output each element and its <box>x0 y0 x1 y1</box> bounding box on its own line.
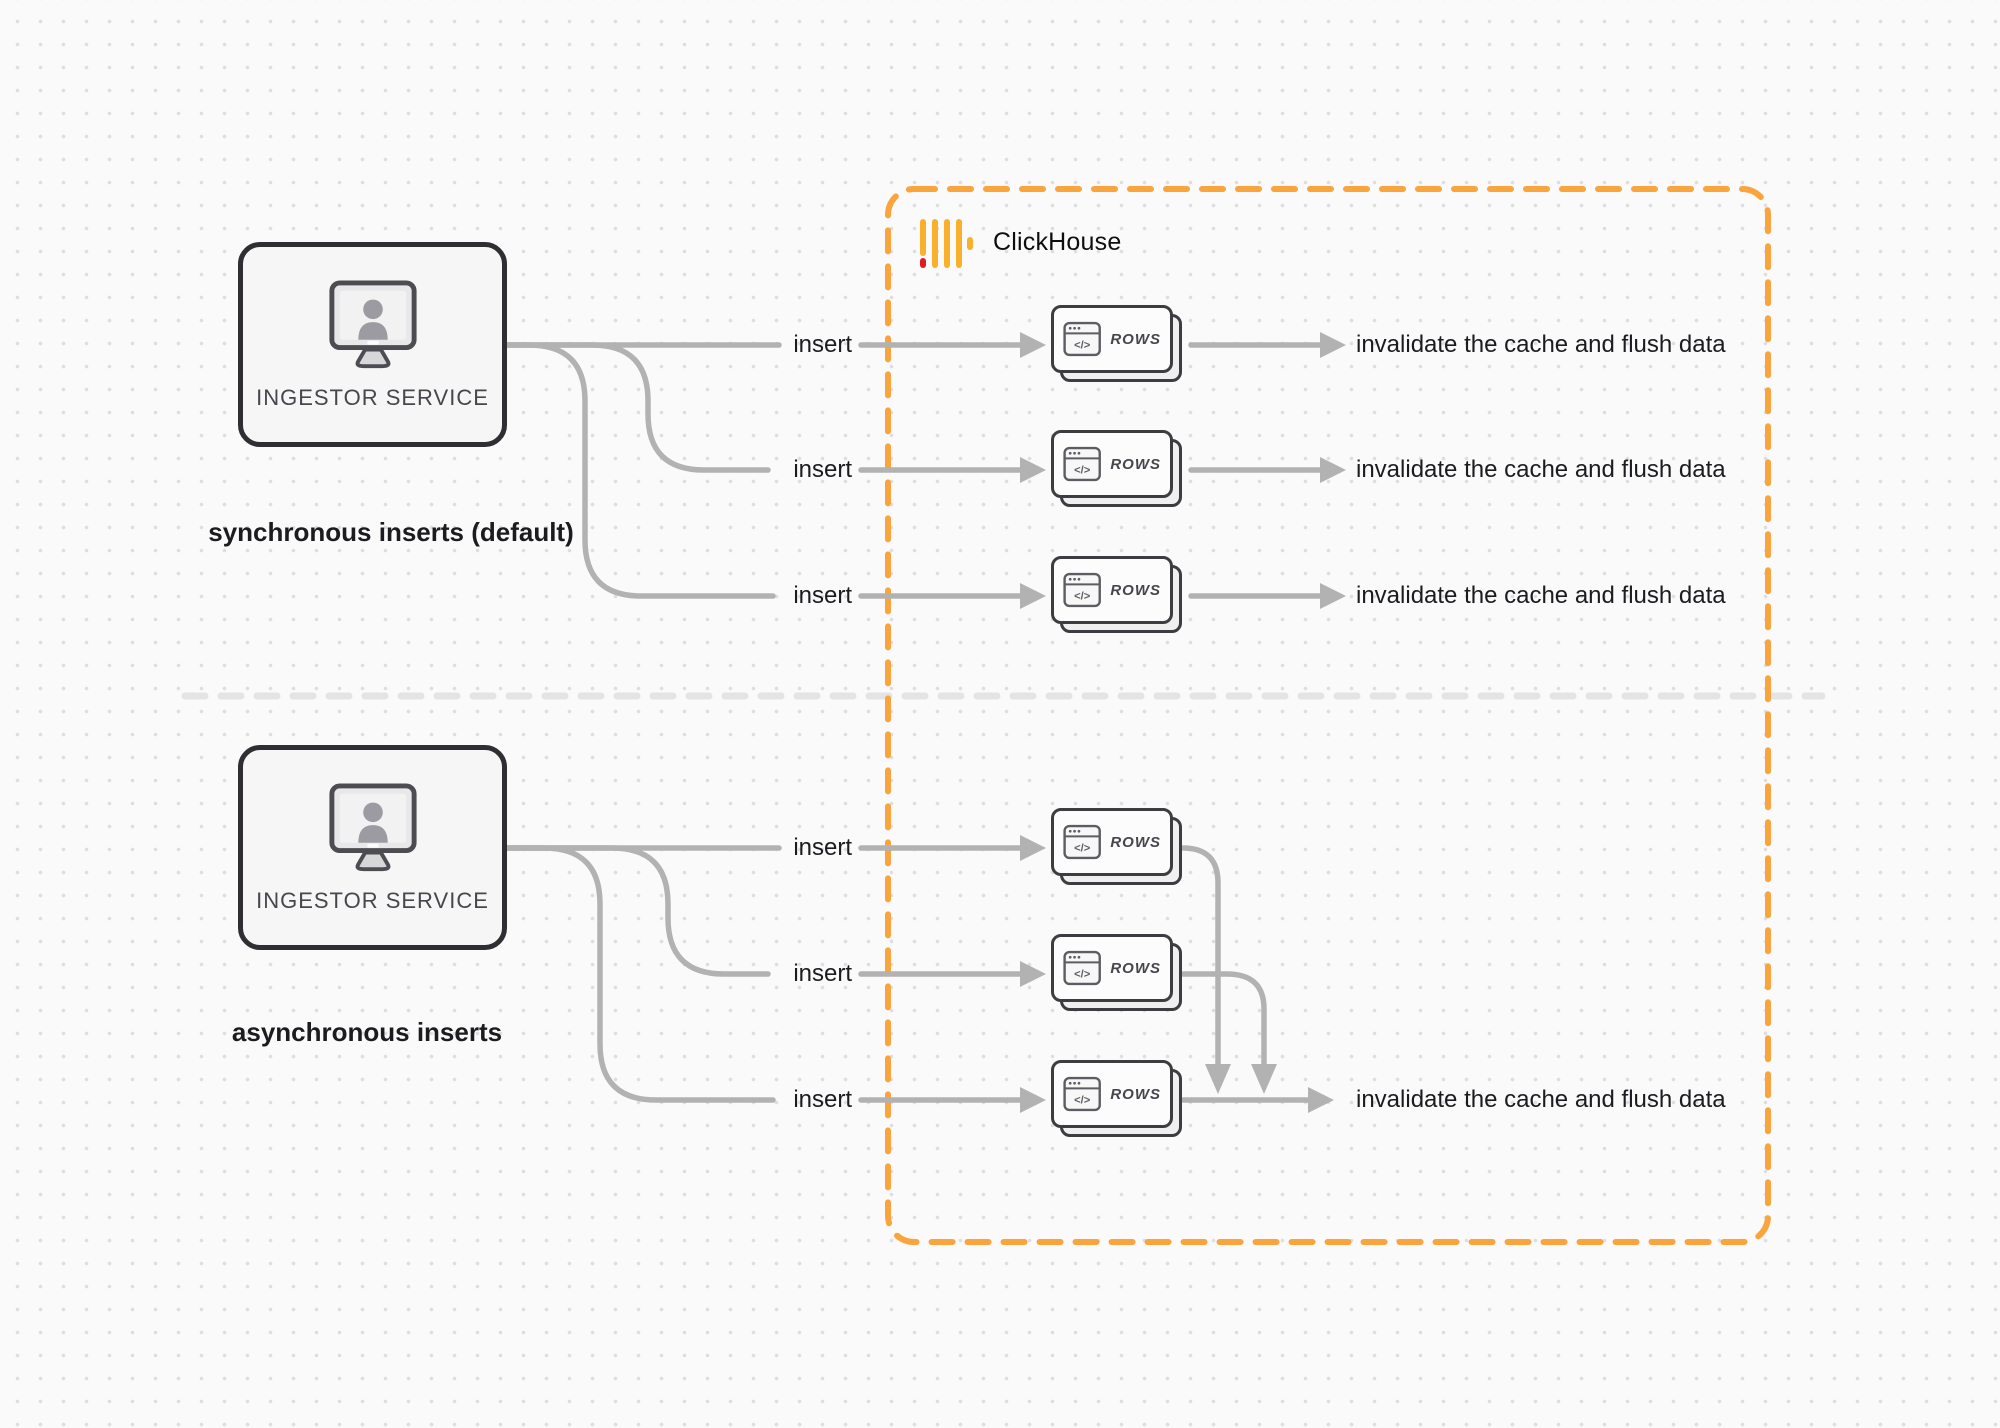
insert-label: insert <box>793 834 852 861</box>
insert-label: insert <box>793 456 852 483</box>
rows-card-async-1: </> ROWS <box>1051 808 1182 885</box>
ingestor-service-box-async: INGESTOR SERVICE <box>238 745 507 950</box>
browser-code-icon: </> <box>1063 572 1101 608</box>
svg-text:</>: </> <box>1074 591 1091 603</box>
clickhouse-logo-icon <box>920 219 976 268</box>
svg-text:</>: </> <box>1074 969 1091 981</box>
insert-label: insert <box>793 960 852 987</box>
rows-label: ROWS <box>1110 833 1161 851</box>
rows-label: ROWS <box>1110 581 1161 599</box>
rows-label: ROWS <box>1110 1085 1161 1103</box>
rows-card-sync-3: </> ROWS <box>1051 556 1182 633</box>
svg-text:</>: </> <box>1074 1095 1091 1107</box>
clickhouse-boundary <box>885 186 1771 1245</box>
invalidate-label: invalidate the cache and flush data <box>1356 331 1726 358</box>
browser-code-icon: </> <box>1063 950 1101 986</box>
rows-card-async-3: </> ROWS <box>1051 1060 1182 1137</box>
rows-card-sync-1: </> ROWS <box>1051 305 1182 382</box>
monitor-user-icon <box>328 279 417 368</box>
svg-text:</>: </> <box>1074 340 1091 352</box>
browser-code-icon: </> <box>1063 1076 1101 1112</box>
monitor-user-icon <box>328 782 417 871</box>
sync-connectors <box>504 332 1346 609</box>
async-caption: asynchronous inserts <box>231 1017 503 1047</box>
browser-code-icon: </> <box>1063 446 1101 482</box>
ingestor-service-label: INGESTOR SERVICE <box>256 887 489 913</box>
invalidate-label: invalidate the cache and flush data <box>1356 1086 1726 1113</box>
ingestor-service-box-sync: INGESTOR SERVICE <box>238 242 507 447</box>
invalidate-label: invalidate the cache and flush data <box>1356 456 1726 483</box>
async-connectors <box>504 835 1334 1113</box>
insert-label: insert <box>793 1086 852 1113</box>
browser-code-icon: </> <box>1063 321 1101 357</box>
browser-code-icon: </> <box>1063 824 1101 860</box>
rows-label: ROWS <box>1110 959 1161 977</box>
rows-card-sync-2: </> ROWS <box>1051 430 1182 507</box>
invalidate-label: invalidate the cache and flush data <box>1356 582 1726 609</box>
clickhouse-label: ClickHouse <box>993 228 1122 256</box>
rows-card-async-2: </> ROWS <box>1051 934 1182 1011</box>
insert-label: insert <box>793 331 852 358</box>
rows-label: ROWS <box>1110 455 1161 473</box>
svg-text:</>: </> <box>1074 465 1091 477</box>
insert-label: insert <box>793 582 852 609</box>
svg-text:</>: </> <box>1074 843 1091 855</box>
sync-caption: synchronous inserts (default) <box>208 517 574 547</box>
ingestor-service-label: INGESTOR SERVICE <box>256 384 489 410</box>
rows-label: ROWS <box>1110 330 1161 348</box>
